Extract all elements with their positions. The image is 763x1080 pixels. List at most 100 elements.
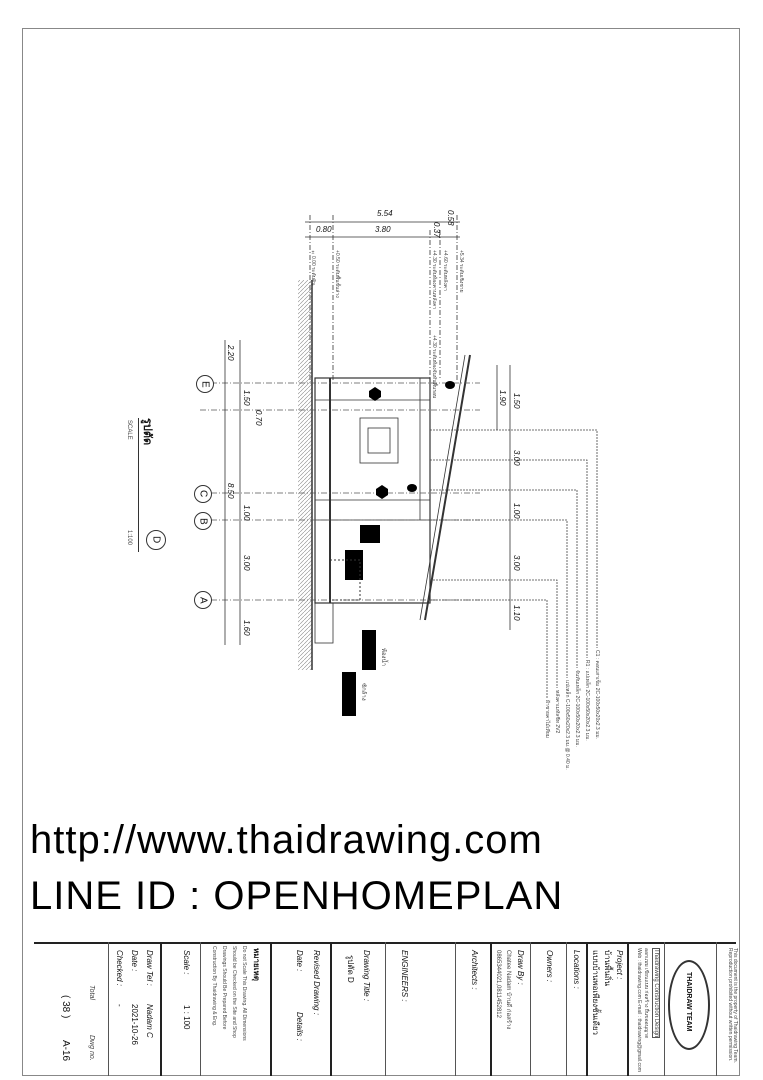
divider [108,942,109,1076]
dim: 1.50 [242,390,251,406]
date2-label: Date : [130,950,139,972]
dim-right-b: 0.58 [446,210,455,226]
divider [490,942,492,1076]
divider [455,942,456,1076]
project-sub: แบบบ้านพอเพียงชั้นเดียว [591,950,600,1036]
note: Should be Checked on the Site and Shop [231,946,237,1038]
dim-right-a: 0.37 [432,222,441,238]
divider [664,942,665,1076]
grid-bubble-e: E [196,375,214,393]
dim: 3.00 [512,555,521,571]
level-label: +4.30 ระดับท้องจันทันพื้นรอบ [431,335,437,399]
callout: จันทันเหล็ก 2C-100x50x20x2.3 มม. [574,670,580,747]
notes-title: หมายเหตุ [252,948,261,981]
section-mark-bubble: D [146,530,166,550]
grid-label: B [197,517,209,525]
details-label: Details : [295,1012,304,1041]
divider [530,942,531,1076]
grid-label: A [197,596,209,604]
watermark-line-id: LINE ID : OPENHOMEPLAN [30,874,564,918]
dwg-label: Dwg no. [88,1035,95,1061]
company-contact: Web : thaidrawing.com E-mail : thaidrawi… [636,948,642,1072]
locations-label: Locations : [572,950,581,989]
company-notes: This document is the property of Thaidra… [727,948,738,1063]
date-label: Date : [295,950,304,972]
grid-bubble-c: C [194,485,212,503]
callout: C1 : คอนเสาเข็ม 2C-100x50x20x2.3 มม. [594,650,600,740]
grid-bubble-a: A [194,591,212,609]
callout: หลังคาเมทัลชีท 2V2 [554,690,560,734]
section-scale: 1:100 [126,530,132,546]
dim: 0.70 [254,410,263,426]
checked-value: - [115,1004,124,1007]
draw-by-phone: 0865344021,0811452812 [495,950,501,1018]
room-label: ซักล้าง [360,683,366,701]
callout: ฝ้าชายคาไม้เทียม [544,700,550,739]
room-label: ห้องน้ำ [380,648,386,666]
sheet-border [22,28,740,1076]
dim: 8.50 [226,483,235,499]
watermark-url: http://www.thaidrawing.com [30,818,543,862]
draw-by-value: Chatee Nadam บ้านดี ก่อสร้าง [505,950,511,1030]
note: Do not Scale This Drawing. All Dimension… [241,946,247,1041]
level-label: +4.60 ระดับหลังคา [442,250,448,291]
divider [627,942,629,1076]
level-marker-icon [369,387,381,401]
callout: R1 : แปเหล็ก 2C-100x50x20x2.3 มม. [584,660,590,741]
dim: 3.00 [512,450,521,466]
total-label: Total [88,985,95,1000]
drawing-title-value: รูปตัด D [346,955,355,983]
revised-label: Revised Drawing : [312,950,321,1015]
dim: 1.50 [512,393,521,409]
project-value: บ้านพื้นถิ่น [603,950,612,987]
company-logo [668,960,710,1050]
draw-tel-value: Nadam C [145,1004,154,1038]
level-label: +0.50 ระดับพื้นชั้นล่าง [334,250,340,298]
dim: 2.20 [226,345,235,361]
draw-by-label: Draw By : [516,950,525,985]
total-value: ( 38 ) [60,995,71,1019]
project-label: Project : [615,950,624,980]
section-title: รูปตัด [141,418,153,446]
grid-label: C [197,490,209,498]
section-scale-label: SCALE [126,420,132,440]
draw-tel-label: Draw Tel : [145,950,154,986]
engineers-label: ENGINEERS : [400,950,409,1002]
company-name: Thaidrawing Construction Design [652,948,660,1039]
divider [160,942,162,1076]
owners-label: Owners : [545,950,554,983]
divider [200,942,201,1076]
level-label: +5.34 ระดับเชิงชาย [458,250,464,293]
dwg-value: A-16 [60,1040,71,1062]
logo-text: THAIDRAW TEAM [685,972,692,1032]
divider [716,942,717,1076]
laundry-block [342,672,356,716]
dim-middle: 3.80 [375,225,391,234]
dim-left: 0.80 [316,225,332,234]
note: Drawings Should Be Prepared Before [221,946,227,1030]
level-label: +4.30 ระดับท้องคานหลังคา [431,250,437,310]
dim: 1.90 [498,390,507,406]
grid-bubble-b: B [194,512,212,530]
wc-block [362,630,376,670]
dim: 3.00 [242,555,251,571]
dim: 1.10 [512,605,521,621]
section-title-underline [138,418,139,552]
section-mark: D [150,536,162,544]
checked-label: Checked : [115,950,124,987]
date2-value: 2021-10-26 [130,1004,139,1045]
scale-value: 1 : 100 [182,1005,191,1030]
divider [330,942,332,1076]
divider [586,942,588,1076]
callout: แปเหล็ก C-100x50x20x2.3 มม.@ 0.40 ม. [564,680,570,770]
company-info: ออกแบบ เขียนแบบ ก่อสร้าง ยื่นขออนุญาต [643,948,649,1039]
note: Construction By Thaidrawing & Eng. [211,946,217,1027]
dim: 1.60 [242,620,251,636]
grid-label: E [199,380,211,388]
dim: 1.00 [242,505,251,521]
architects-label: Architects : [470,950,479,990]
dim: 1.00 [512,503,521,519]
level-label: ±0.00 ระดับดิน [310,250,316,286]
divider [270,942,272,1076]
